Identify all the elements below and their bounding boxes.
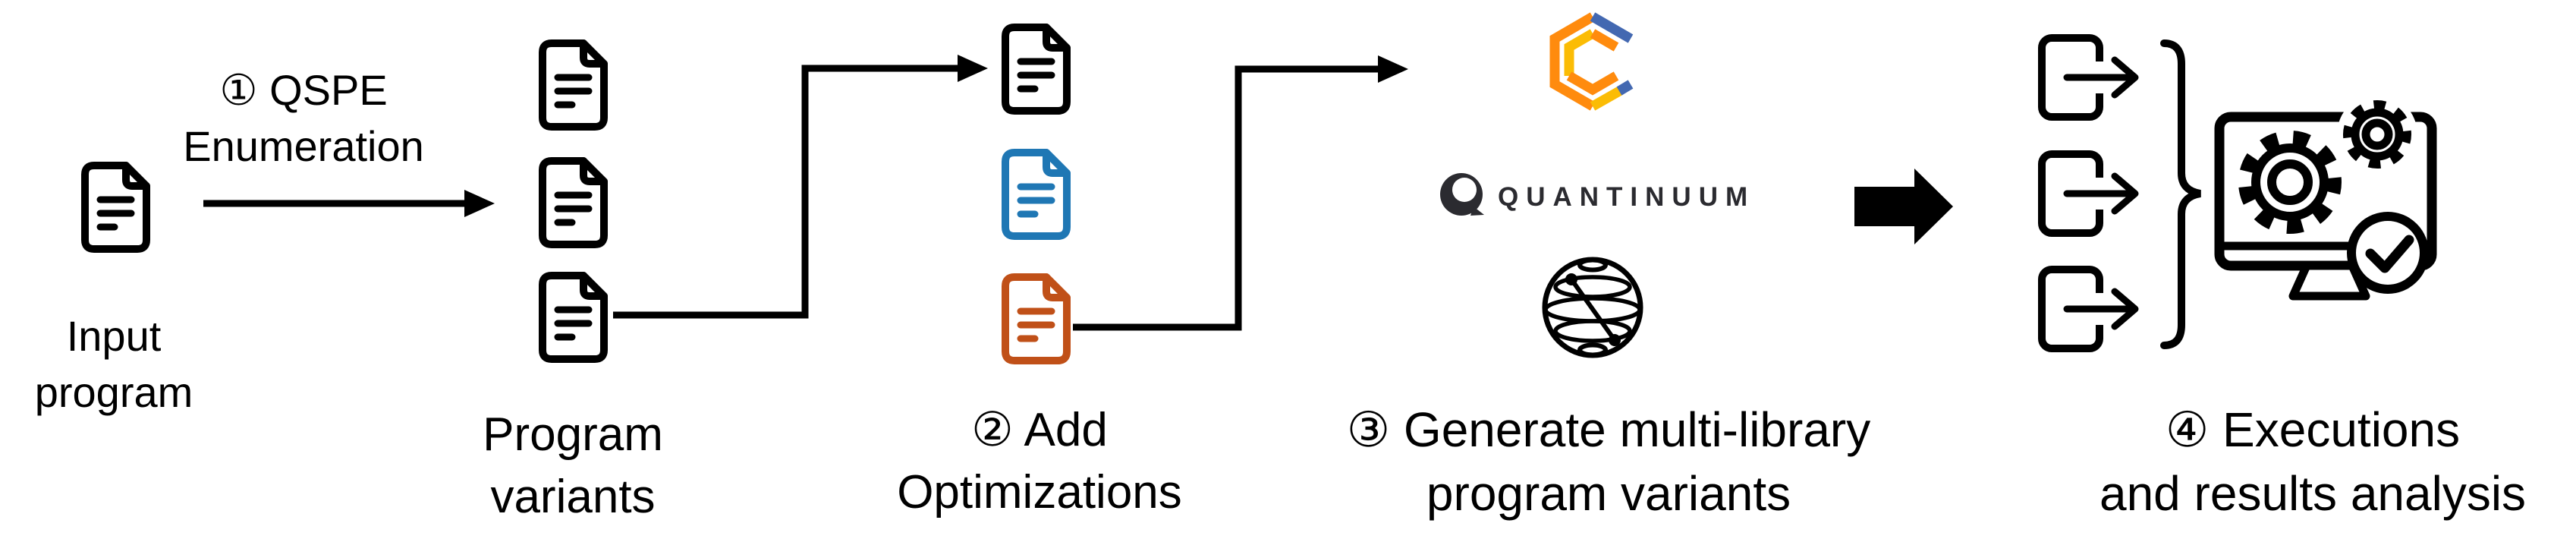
arrowhead xyxy=(464,190,495,217)
export-document-icon-1 xyxy=(2038,34,2148,120)
bloch-sphere-logo xyxy=(1542,257,1643,358)
caption-line: ④ Executions xyxy=(2165,402,2461,457)
optimized-document-icon-blue xyxy=(1000,149,1072,240)
monitor-analysis-icon xyxy=(2214,94,2437,301)
caption-line: ② Add xyxy=(971,404,1108,456)
program-variant-document-icon-3 xyxy=(537,272,609,363)
executions-analysis-caption: ④ Executions and results analysis xyxy=(2041,398,2576,526)
add-optimizations-caption: ② Add Optimizations xyxy=(831,399,1248,524)
optimize-to-libraries-arrow xyxy=(1073,55,1408,331)
checkmark-icon xyxy=(2347,212,2429,294)
caption-line: program xyxy=(34,367,193,416)
generate-multilibrary-caption: ③ Generate multi-library program variant… xyxy=(1260,398,1958,526)
qspe-arrow xyxy=(203,190,495,217)
optimized-document-icon-black xyxy=(1000,24,1072,115)
arrowhead xyxy=(958,55,988,82)
caption-line: Enumeration xyxy=(183,121,424,170)
gear-icon xyxy=(2343,100,2411,169)
qspe-enumeration-caption: ① QSPE Enumeration xyxy=(137,62,470,175)
libraries-to-executions-arrow xyxy=(1854,169,1953,244)
program-variant-document-icon-1 xyxy=(537,39,609,131)
caption-line: and results analysis xyxy=(2099,466,2527,522)
caption-line: Input xyxy=(66,312,162,360)
caption-line: Optimizations xyxy=(897,465,1182,519)
quantinuum-wordmark: QUANTINUUM xyxy=(1498,182,1756,212)
cirq-logo xyxy=(1549,12,1634,111)
quantinuum-logo xyxy=(1440,173,1484,216)
caption-line: variants xyxy=(490,470,656,523)
variants-to-optimize-arrow xyxy=(613,55,988,319)
optimized-document-icon-orange xyxy=(1000,273,1072,364)
program-variant-document-icon-2 xyxy=(537,157,609,248)
gear-icon xyxy=(2238,131,2342,234)
caption-line: program variants xyxy=(1426,466,1791,522)
document-icon xyxy=(85,165,146,249)
program-variants-caption: Program variants xyxy=(406,404,740,528)
input-program-caption: Input program xyxy=(0,308,243,421)
export-document-icon-3 xyxy=(2038,266,2148,351)
caption-line: ① QSPE xyxy=(219,66,388,114)
input-program-document-icon xyxy=(80,162,152,253)
export-document-icon-2 xyxy=(2038,150,2148,236)
caption-line: Program xyxy=(483,408,663,461)
arrowhead xyxy=(1378,55,1408,83)
caption-line: ③ Generate multi-library xyxy=(1346,402,1871,457)
grouping-brace xyxy=(2160,39,2202,349)
